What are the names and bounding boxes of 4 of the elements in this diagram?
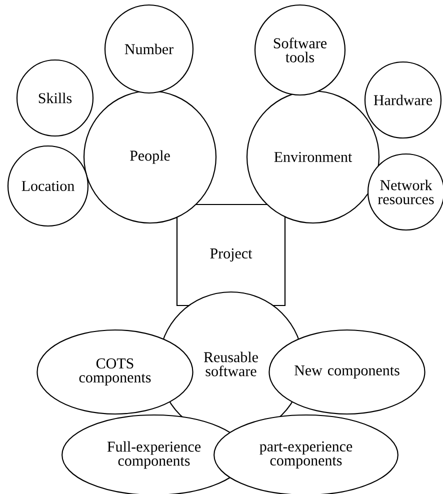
node-label: Network resources — [378, 180, 434, 204]
node-label: Full-experience components — [107, 441, 201, 469]
node-label: part-experience components — [260, 441, 352, 469]
project-box: Project — [176, 204, 286, 306]
